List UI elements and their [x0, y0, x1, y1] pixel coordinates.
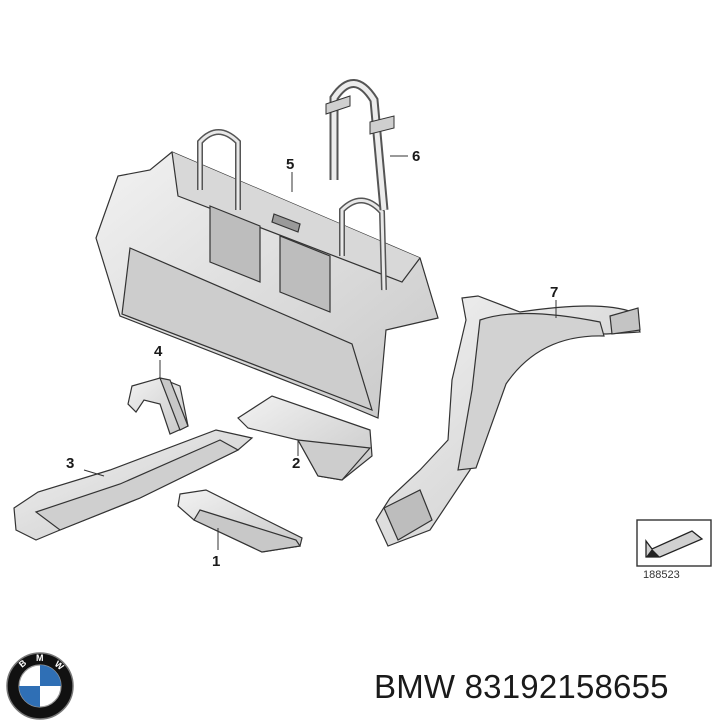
svg-text:B: B: [17, 657, 29, 669]
reference-code: 188523: [643, 569, 680, 581]
part-3-side-member: [13, 429, 254, 541]
diagram-reference-icon: [636, 519, 712, 567]
leader-3: [83, 469, 105, 477]
part-1-reinforcement: [177, 489, 303, 553]
callout-1: 1: [212, 553, 221, 570]
svg-text:M: M: [36, 653, 44, 663]
part-4-bracket: [127, 377, 189, 435]
brand-name: BMW: [374, 668, 456, 705]
part-5-rear-bulkhead: [95, 129, 439, 419]
callout-4: 4: [154, 343, 163, 360]
part-number-label: BMW 83192158655: [374, 668, 669, 706]
part-7-wheel-arch: [375, 295, 641, 547]
part-number: 83192158655: [464, 668, 669, 705]
callout-6: 6: [412, 148, 421, 165]
part-2-floor-bracket: [237, 395, 373, 481]
bmw-logo: B M W: [6, 652, 74, 720]
callout-5: 5: [286, 156, 295, 173]
part-6-roll-bar: [325, 79, 395, 211]
callout-3: 3: [66, 455, 75, 472]
callout-2: 2: [292, 455, 301, 472]
callout-7: 7: [550, 284, 559, 301]
